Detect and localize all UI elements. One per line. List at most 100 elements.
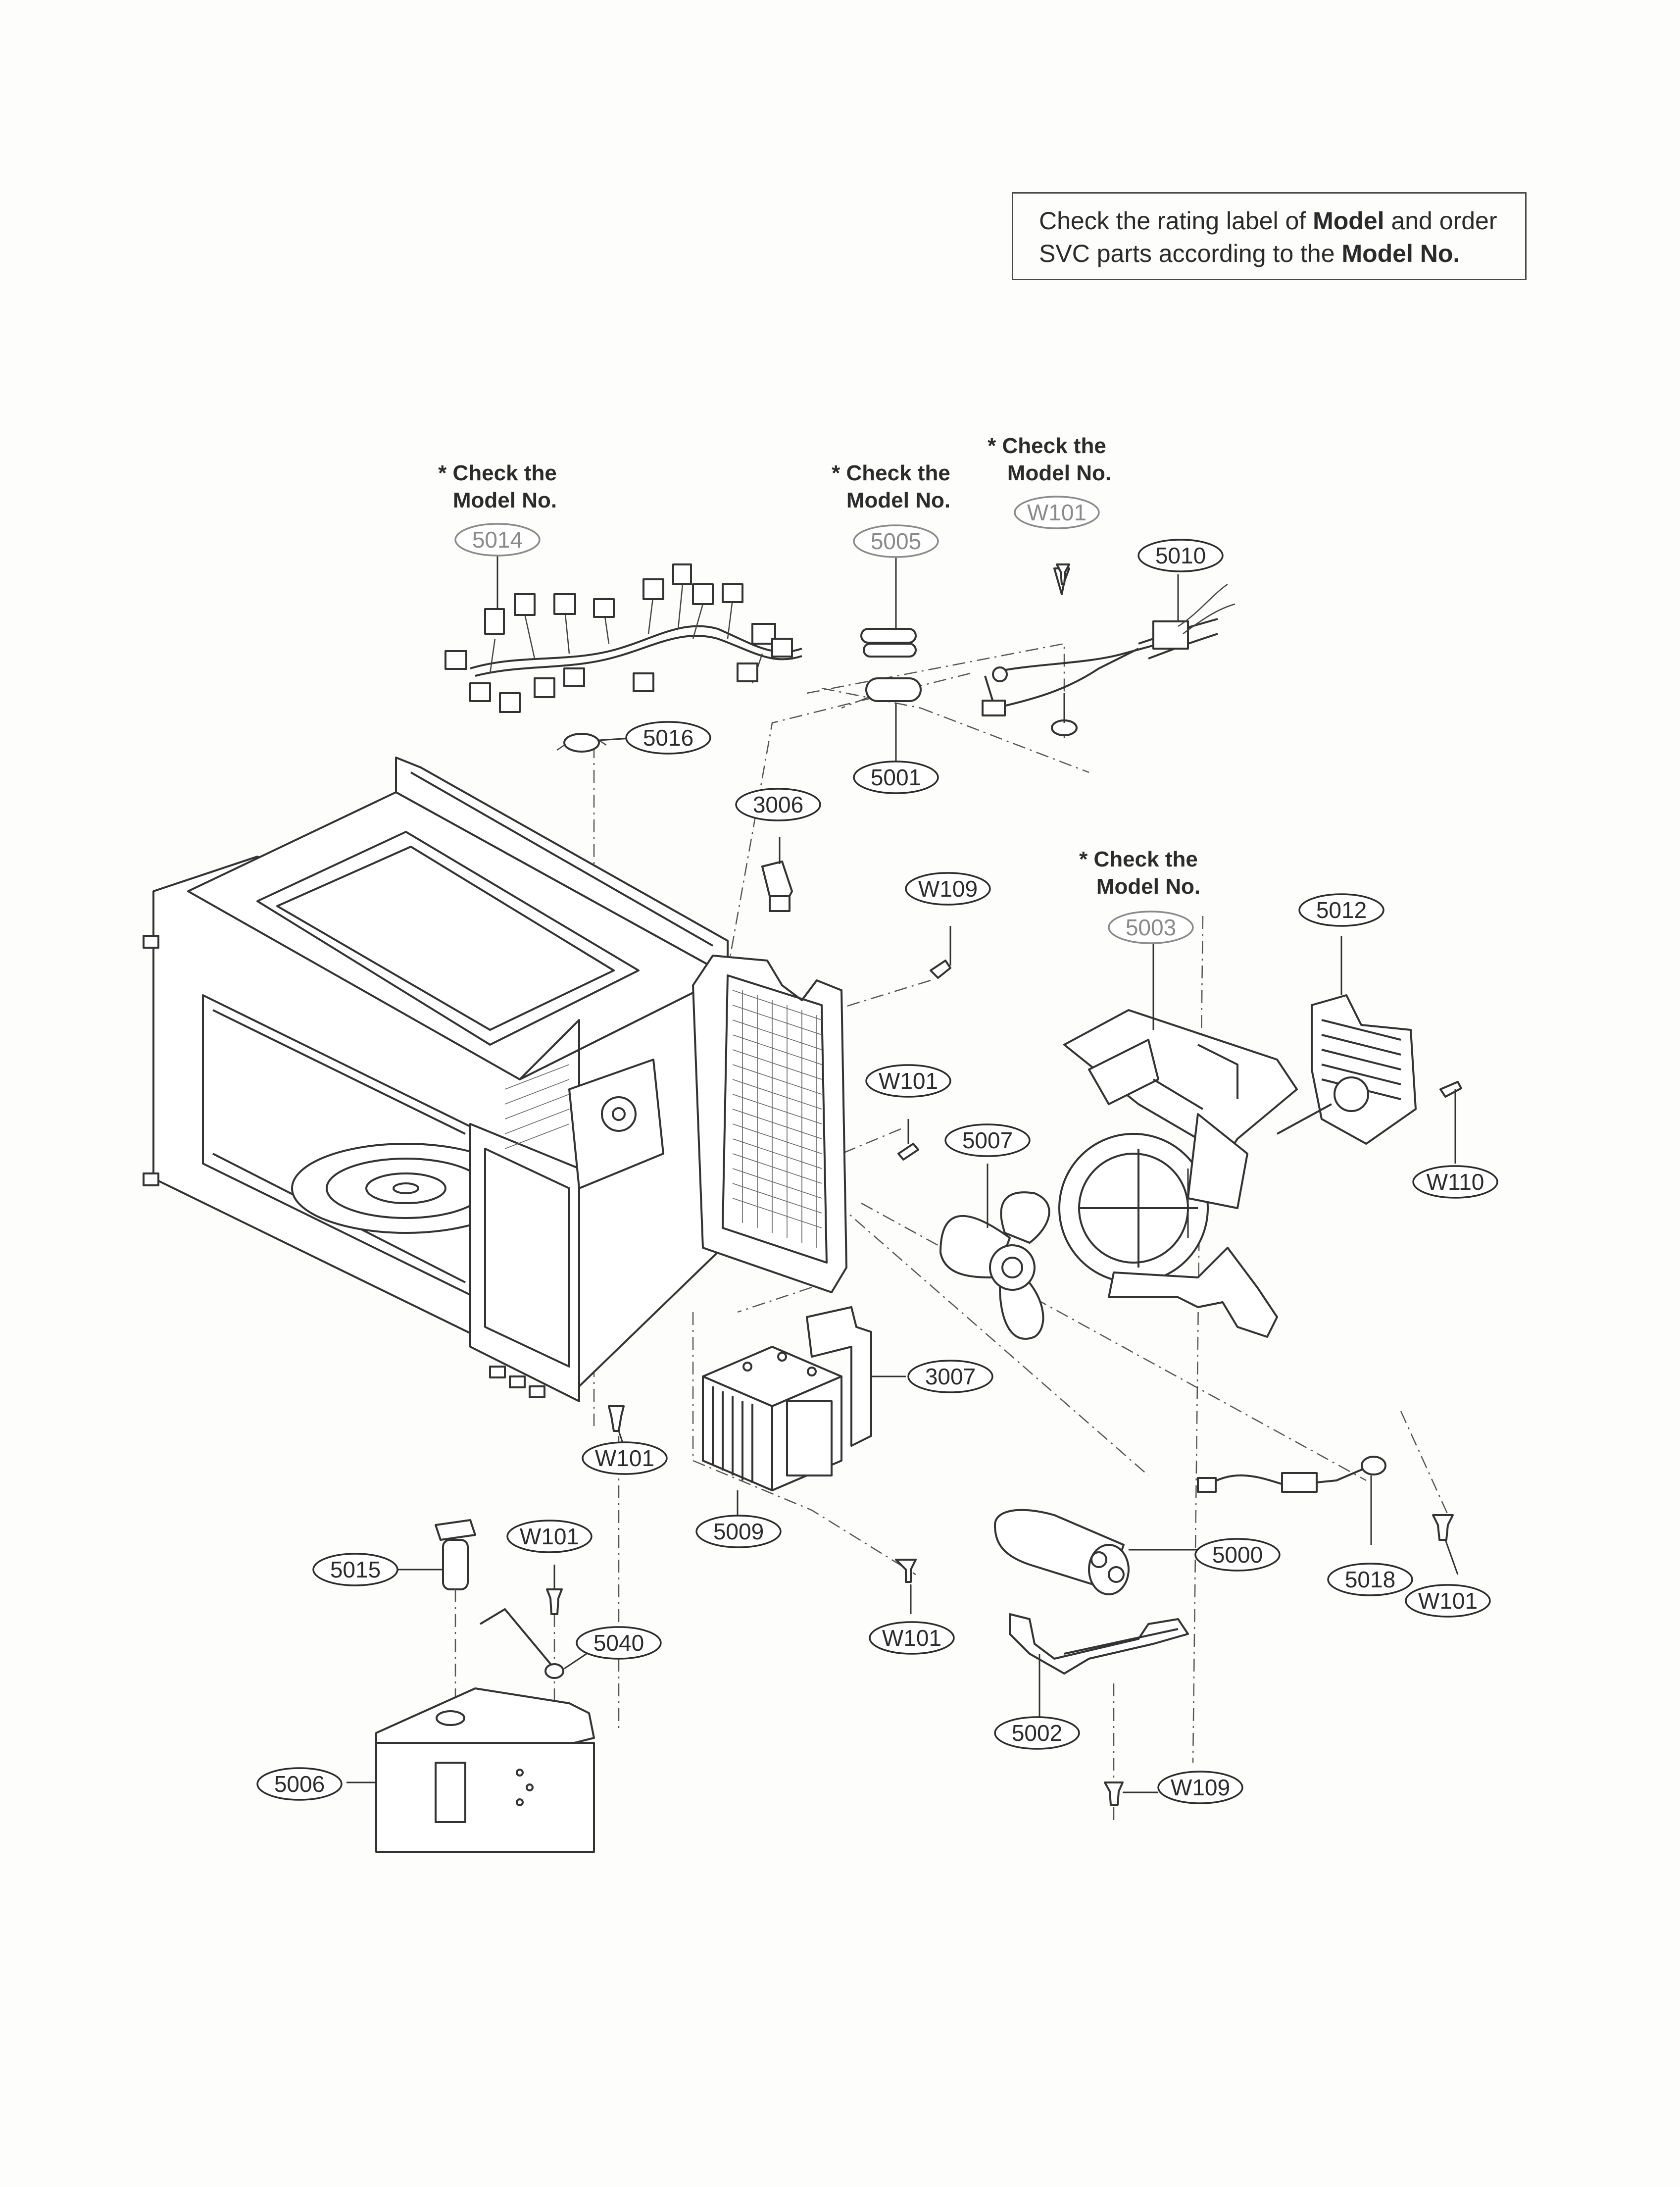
label-w101-b: W101 — [865, 1064, 951, 1098]
label-5002: 5002 — [994, 1716, 1080, 1750]
model-note-w101: * Check the Model No. — [988, 434, 1111, 485]
notice-line-1-end: and order — [1384, 207, 1497, 235]
air-guide-5003 — [1058, 936, 1298, 1338]
switch-3006 — [761, 837, 793, 912]
label-5010: 5010 — [1137, 539, 1224, 572]
svg-text:W101: W101 — [879, 1068, 938, 1094]
cabinet-vent-mesh — [504, 1064, 570, 1149]
label-5018: 5018 — [1327, 1563, 1413, 1596]
label-5007: 5007 — [944, 1123, 1031, 1157]
svg-text:5016: 5016 — [643, 725, 693, 751]
screw-w109-b — [1104, 1781, 1158, 1806]
svg-text:Model No.: Model No. — [846, 488, 950, 512]
svg-text:W109: W109 — [918, 876, 978, 902]
label-5003: 5003 — [1108, 911, 1194, 944]
label-5000: 5000 — [1194, 1538, 1281, 1572]
svg-text:Model No.: Model No. — [1096, 874, 1200, 899]
label-w109-a: W109 — [905, 872, 991, 906]
label-5014: 5014 — [454, 523, 541, 557]
label-3007: 3007 — [907, 1360, 993, 1393]
svg-text:W101: W101 — [595, 1445, 654, 1471]
svg-text:5000: 5000 — [1212, 1542, 1263, 1568]
svg-text:5009: 5009 — [713, 1519, 764, 1544]
svg-text:5001: 5001 — [871, 764, 921, 790]
svg-text:Model No.: Model No. — [453, 488, 557, 512]
svg-text:5014: 5014 — [472, 527, 523, 553]
model-note-5003: * Check the Model No. — [1079, 847, 1200, 899]
label-w101-c: W101 — [582, 1441, 668, 1475]
magnetron-bracket-3007 — [806, 1306, 906, 1447]
svg-text:5018: 5018 — [1345, 1567, 1395, 1592]
notice-line-2: SVC parts according to the Model No. — [1039, 237, 1510, 270]
label-w101-top: W101 — [1014, 496, 1100, 529]
svg-text:3007: 3007 — [925, 1364, 976, 1389]
screw-w101-b — [897, 1119, 919, 1161]
svg-text:5003: 5003 — [1126, 915, 1176, 940]
svg-text:* Check the: * Check the — [438, 461, 557, 485]
control-panel-bracket — [692, 955, 847, 1293]
panel-vent-holes — [732, 990, 822, 1248]
svg-text:5015: 5015 — [330, 1557, 381, 1582]
label-w101-d: W101 — [869, 1621, 955, 1655]
svg-text:* Check the: * Check the — [1079, 847, 1198, 871]
screw-w101-e — [546, 1565, 563, 1615]
svg-text:W110: W110 — [1427, 1169, 1484, 1195]
fuse-parts — [860, 542, 922, 763]
notice-line-1-bold: Model — [1313, 207, 1384, 235]
svg-text:5006: 5006 — [274, 1771, 325, 1797]
svg-text:5002: 5002 — [1012, 1720, 1062, 1746]
svg-text:* Check the: * Check the — [988, 434, 1106, 458]
label-5016: 5016 — [625, 721, 711, 755]
svg-text:3006: 3006 — [753, 792, 803, 817]
label-3006: 3006 — [735, 788, 821, 821]
svg-text:5012: 5012 — [1316, 897, 1367, 923]
label-5001: 5001 — [853, 761, 939, 794]
label-5006: 5006 — [256, 1767, 343, 1801]
notice-line-1: Check the rating label of Model and orde… — [1039, 204, 1510, 237]
svg-text:W101: W101 — [882, 1625, 941, 1651]
screw-w101-top — [1056, 563, 1070, 585]
svg-text:W101: W101 — [1027, 500, 1087, 525]
label-5040: 5040 — [576, 1626, 662, 1660]
capacitor-5000 — [994, 1509, 1198, 1595]
label-5015: 5015 — [312, 1553, 398, 1586]
magnetron-5009 — [702, 1346, 842, 1515]
microwave-cabinet — [143, 757, 734, 1402]
svg-text:* Check the: * Check the — [832, 461, 950, 485]
label-w109-b: W109 — [1157, 1771, 1243, 1804]
model-note-5014: * Check the Model No. — [438, 461, 557, 512]
label-w110: W110 — [1412, 1165, 1498, 1199]
notice-line-2-text: SVC parts according to the — [1039, 240, 1342, 267]
svg-text:5007: 5007 — [962, 1127, 1013, 1153]
screw-w101-f — [1432, 1514, 1459, 1575]
lamp-socket-5015 — [396, 1519, 476, 1708]
diode-5018 — [1197, 1456, 1386, 1545]
svg-text:Model No.: Model No. — [1007, 461, 1111, 485]
svg-text:5040: 5040 — [593, 1630, 644, 1656]
label-5012: 5012 — [1298, 893, 1384, 927]
svg-text:W109: W109 — [1171, 1775, 1230, 1800]
capacitor-bracket-5002 — [1009, 1613, 1189, 1718]
label-w101-f: W101 — [1405, 1584, 1491, 1618]
notice-line-2-bold: Model No. — [1341, 240, 1460, 267]
screw-w110 — [1439, 1081, 1462, 1164]
screw-w109-a — [930, 926, 951, 979]
part-5012 — [1277, 936, 1417, 1145]
svg-text:W101: W101 — [520, 1524, 579, 1549]
model-notice-box: Check the rating label of Model and orde… — [1012, 192, 1527, 280]
power-cord-assembly-5010 — [982, 567, 1235, 736]
label-5005: 5005 — [853, 524, 939, 558]
model-note-5005: * Check the Model No. — [832, 461, 950, 512]
svg-text:5010: 5010 — [1155, 543, 1206, 568]
lamp-case-5006 — [346, 1687, 595, 1853]
screw-w101-d — [895, 1559, 917, 1614]
screw-w101-c — [608, 1405, 625, 1446]
label-w101-e: W101 — [506, 1520, 593, 1553]
fan-blade-5007 — [939, 1164, 1050, 1340]
label-5009: 5009 — [695, 1515, 782, 1548]
svg-text:5005: 5005 — [871, 528, 921, 554]
notice-line-1-text: Check the rating label of — [1039, 207, 1313, 235]
svg-text:W101: W101 — [1418, 1588, 1478, 1614]
